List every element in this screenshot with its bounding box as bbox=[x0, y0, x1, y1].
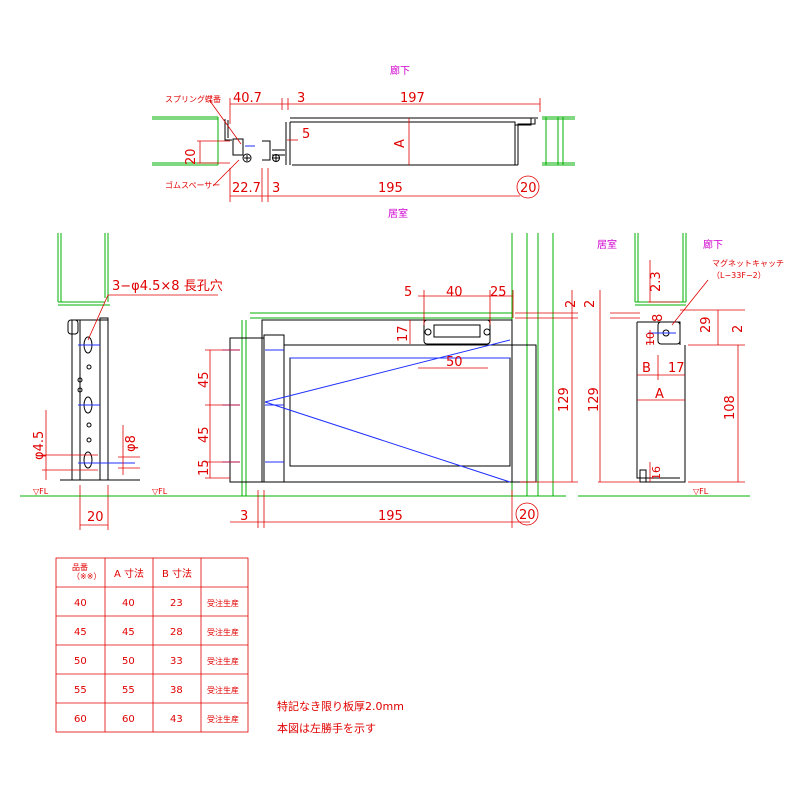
dim-20-plan: 20 bbox=[184, 148, 199, 165]
dim-25-front: 25 bbox=[490, 285, 507, 300]
svg-text:43: 43 bbox=[170, 714, 183, 725]
dim-phi-4-5: φ4.5 bbox=[32, 431, 47, 460]
dim-15-front: 15 bbox=[197, 459, 212, 476]
dim-16-right: 16 bbox=[650, 466, 663, 480]
dim-5-plan: 5 bbox=[302, 127, 310, 142]
dim-197: 197 bbox=[400, 91, 425, 106]
svg-text:50: 50 bbox=[74, 656, 87, 667]
svg-text:38: 38 bbox=[170, 685, 183, 696]
table-header-part: 品番（※※） bbox=[72, 562, 101, 581]
svg-text:受注生産: 受注生産 bbox=[207, 685, 239, 695]
dim-45-b: 45 bbox=[197, 426, 212, 443]
dim-129-right: 129 bbox=[587, 387, 602, 412]
label-corridor-top: 廊下 bbox=[390, 64, 410, 77]
svg-text:60: 60 bbox=[122, 714, 135, 725]
dim-b-right: B bbox=[642, 361, 651, 376]
dim-a-plan: A bbox=[393, 139, 408, 148]
dim-5-front: 5 bbox=[404, 285, 412, 300]
note-thickness: 特記なき限り板厚2.0mm bbox=[277, 699, 404, 713]
table-row: 50 50 33 受注生産 bbox=[74, 656, 239, 667]
svg-text:40: 40 bbox=[74, 598, 87, 609]
dim-20-circled-front: 20 bbox=[519, 508, 536, 523]
label-fl-1: ▽FL bbox=[33, 487, 49, 496]
dim-195-front: 195 bbox=[378, 509, 403, 524]
svg-text:23: 23 bbox=[170, 598, 183, 609]
svg-text:55: 55 bbox=[122, 685, 135, 696]
svg-text:45: 45 bbox=[74, 627, 87, 638]
label-room-middle: 居室 bbox=[388, 207, 408, 220]
label-room-right: 居室 bbox=[597, 238, 617, 251]
dim-40-front: 40 bbox=[446, 285, 463, 300]
label-spring-hinge: スプリング蝶番 bbox=[165, 94, 221, 104]
dim-108: 108 bbox=[723, 395, 738, 420]
front-elevation: 5 40 25 50 17 45 45 15 2 129 3 195 20 bbox=[197, 233, 579, 528]
dim-3-bottom: 3 bbox=[272, 181, 280, 196]
label-slotted-holes: 3−φ4.5×8 長孔穴 bbox=[112, 279, 223, 294]
dim-129-front: 129 bbox=[557, 387, 572, 412]
table-header-b: B 寸法 bbox=[162, 567, 192, 580]
label-magnet-catch: マグネットキャッチ bbox=[712, 258, 784, 268]
right-side-view: 居室 廊下 マグネットキャッチ （L−33F−2） 2 129 2.3 8 10 bbox=[578, 233, 784, 497]
dim-10-right: 10 bbox=[644, 332, 657, 346]
label-fl-2: ▽FL bbox=[152, 487, 168, 496]
dim-3-top: 3 bbox=[297, 91, 305, 106]
svg-text:28: 28 bbox=[170, 627, 183, 638]
dim-2-right: 2 bbox=[583, 300, 598, 308]
dim-195-plan: 195 bbox=[378, 181, 403, 196]
label-fl-3: ▽FL bbox=[693, 487, 709, 496]
table-row: 55 55 38 受注生産 bbox=[74, 685, 239, 696]
dim-22-7: 22.7 bbox=[232, 181, 261, 196]
table-row: 60 60 43 受注生産 bbox=[74, 714, 239, 725]
svg-text:受注生産: 受注生産 bbox=[207, 656, 239, 666]
label-corridor-right: 廊下 bbox=[703, 238, 723, 251]
dim-3-front: 3 bbox=[240, 509, 248, 524]
dim-20-left: 20 bbox=[87, 510, 104, 525]
svg-text:45: 45 bbox=[122, 627, 135, 638]
dim-2-right-b: 2 bbox=[731, 325, 746, 333]
table-row: 40 40 23 受注生産 bbox=[74, 598, 239, 609]
table-header-a: A 寸法 bbox=[114, 567, 144, 580]
dim-29-right: 29 bbox=[699, 316, 714, 333]
dim-20-circled-plan: 20 bbox=[520, 181, 537, 196]
dim-a-right: A bbox=[655, 387, 664, 402]
svg-text:受注生産: 受注生産 bbox=[207, 714, 239, 724]
table-row: 45 45 28 受注生産 bbox=[74, 627, 239, 638]
dim-45-a: 45 bbox=[197, 371, 212, 388]
svg-text:40: 40 bbox=[122, 598, 135, 609]
left-side-view: 3−φ4.5×8 長孔穴 φ4.5 φ8 20 ▽FL ▽FL bbox=[20, 233, 566, 530]
svg-text:33: 33 bbox=[170, 656, 183, 667]
note-handing: 本図は左勝手を示す bbox=[277, 721, 376, 735]
plan-view: 廊下 居室 bbox=[152, 64, 575, 220]
svg-text:50: 50 bbox=[122, 656, 135, 667]
size-table: 品番（※※） A 寸法 B 寸法 40 40 23 受注生産 45 45 28 … bbox=[55, 557, 249, 733]
dim-2-3: 2.3 bbox=[649, 271, 664, 292]
svg-text:60: 60 bbox=[74, 714, 87, 725]
svg-text:55: 55 bbox=[74, 685, 87, 696]
dim-17-right: 17 bbox=[668, 361, 685, 376]
dim-17-front: 17 bbox=[396, 325, 411, 342]
dim-40-7: 40.7 bbox=[233, 91, 262, 106]
svg-text:受注生産: 受注生産 bbox=[207, 627, 239, 637]
label-magnet-model: （L−33F−2） bbox=[712, 271, 766, 280]
svg-text:受注生産: 受注生産 bbox=[207, 598, 239, 608]
label-rubber-spacer: ゴムスペーサー bbox=[165, 180, 220, 190]
dim-50-front: 50 bbox=[446, 355, 463, 370]
dim-2-front: 2 bbox=[564, 300, 579, 308]
dim-phi-8: φ8 bbox=[124, 435, 139, 452]
dim-8-right: 8 bbox=[651, 314, 666, 322]
